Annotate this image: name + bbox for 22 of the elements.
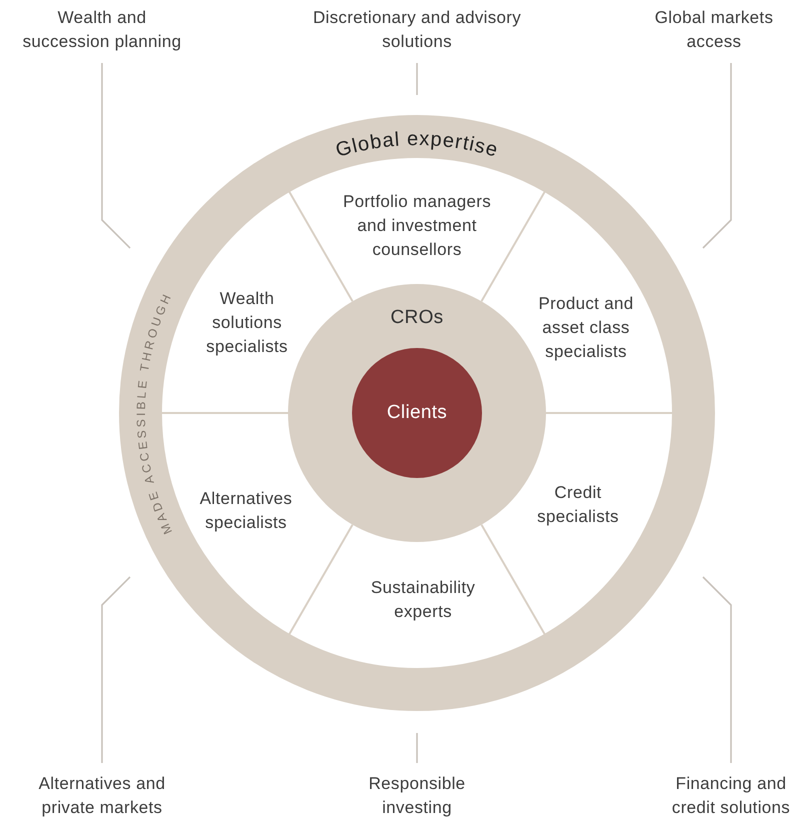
leader-line [101, 63, 131, 249]
clients-label: Clients [386, 401, 448, 425]
sector-label: Sustainability experts [358, 576, 488, 624]
leader-line [702, 63, 732, 249]
sector-label: Product and asset class specialists [516, 292, 656, 364]
service-label: Financing and credit solutions [656, 772, 801, 820]
service-label: Responsible investing [357, 772, 477, 820]
expertise-ring [119, 115, 715, 711]
service-label: Alternatives and private markets [12, 772, 192, 820]
leader-line [101, 576, 131, 763]
cro-label: CROs [390, 306, 444, 330]
service-label: Global markets access [634, 6, 794, 54]
sector-label: Wealth solutions specialists [197, 287, 297, 359]
service-label: Discretionary and advisory solutions [282, 6, 552, 54]
sector-label: Portfolio managers and investment counsellors [334, 190, 500, 262]
leader-line [416, 733, 418, 763]
service-label: Wealth and succession planning [12, 6, 192, 54]
sector-label: Credit specialists [513, 481, 643, 529]
leader-line [702, 576, 732, 763]
sector-label: Alternatives specialists [176, 487, 316, 535]
leader-line [416, 63, 418, 95]
ring-title: Global expertise [333, 128, 501, 162]
